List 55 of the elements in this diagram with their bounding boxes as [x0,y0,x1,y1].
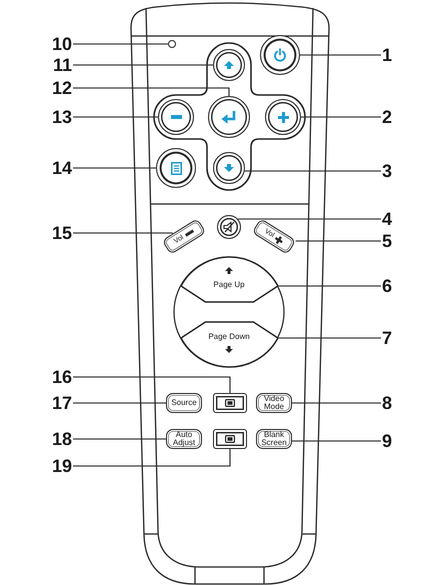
leader-line [73,167,156,169]
page-down-button: Page Down [180,322,278,367]
leader-line [244,170,381,172]
blank-screen-button: Blank Screen [256,429,292,449]
up-button [213,49,245,81]
leader-line [238,218,381,220]
callout-number: 19 [52,457,72,475]
power-button [260,35,300,75]
callout-number: 12 [52,79,72,97]
callout-number: 6 [382,277,392,295]
leader-line [300,54,381,56]
video-mode-button: Video Mode [256,393,292,413]
callout-number: 3 [382,162,392,180]
callout-number: 16 [52,368,72,386]
callout-number: 2 [382,108,392,126]
down-button [213,152,245,184]
leader-line [73,438,166,440]
leader-line [296,240,381,242]
callout-number: 8 [382,394,392,412]
leader-line [73,402,166,404]
callout-number: 5 [382,232,392,250]
page-up-button: Page Up [180,257,278,302]
callout-number: 13 [52,108,72,126]
enter-button [208,96,250,138]
screen-button [213,429,247,449]
callout-number: 9 [382,432,392,450]
callout-number: 14 [52,159,72,177]
leader-line [73,449,231,467]
menu-button [156,148,196,188]
source-button: Source [166,393,202,413]
auto-adjust-button: Auto Adjust [166,429,202,449]
leader-line [73,87,230,96]
leader-line [73,376,231,393]
leader-line [292,402,381,404]
leader-line [73,116,158,118]
plus-button [265,99,301,135]
minus-button [158,99,194,135]
callout-number: 15 [52,224,72,242]
mute-button [217,215,241,239]
callout-number: 17 [52,394,72,412]
leader-line [73,43,168,45]
indicator-light [168,40,176,48]
screen-button [213,393,247,413]
leader-line [278,285,381,287]
leader-line [292,440,381,442]
leader-line [73,64,213,66]
callout-number: 1 [382,46,392,64]
leader-line [73,232,173,234]
callout-number: 10 [52,35,72,53]
leader-line [278,337,381,339]
callout-number: 11 [52,56,72,74]
leader-line [301,116,381,118]
callout-number: 7 [382,329,392,347]
callout-number: 4 [382,210,392,228]
callout-number: 18 [52,430,72,448]
